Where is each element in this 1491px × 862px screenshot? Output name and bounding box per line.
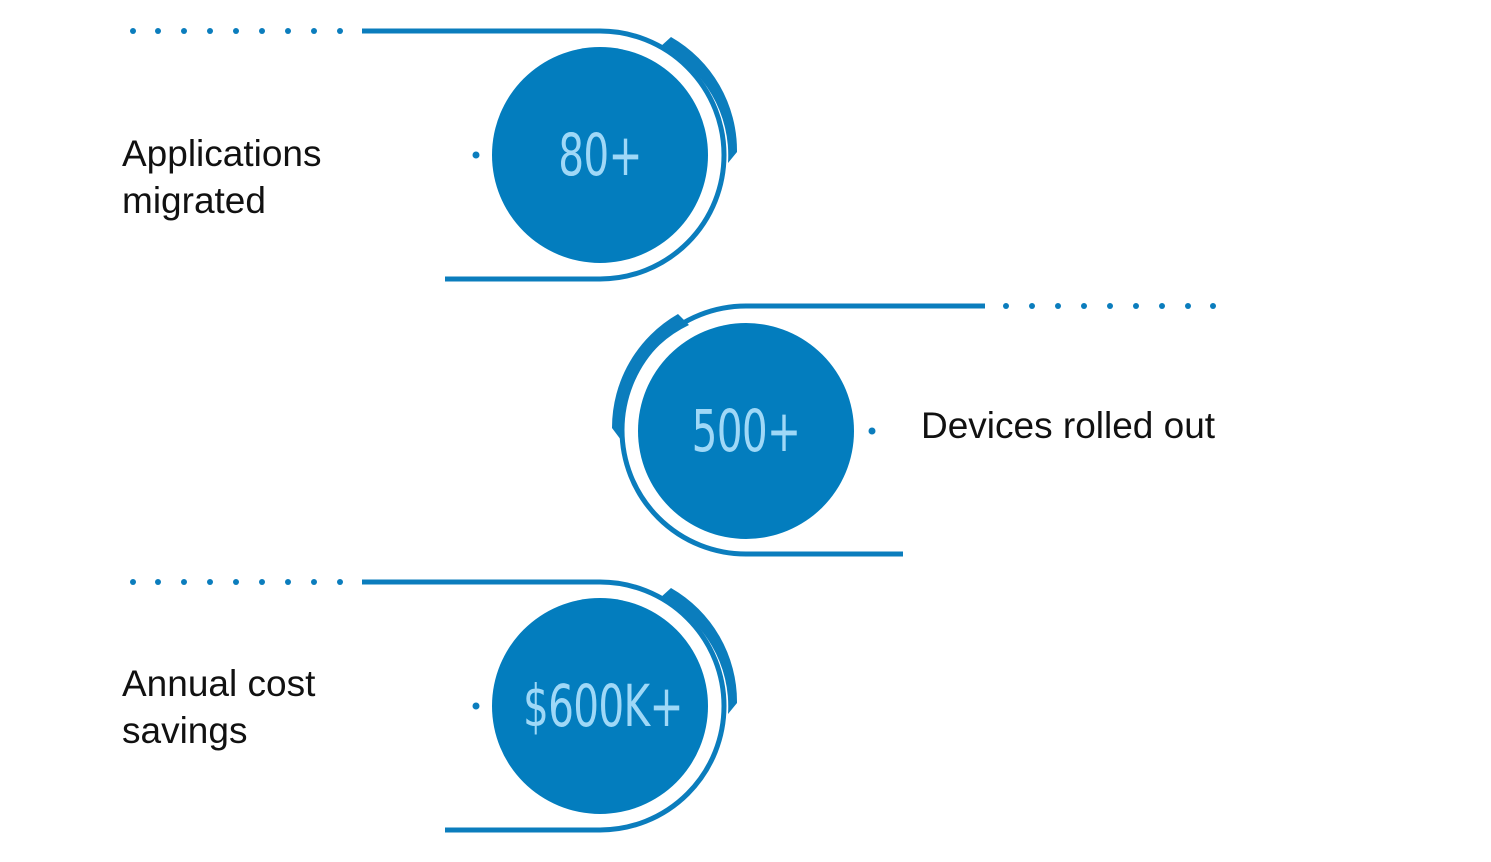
stat-2-value: 500+ (691, 397, 801, 465)
stat-2-circle (638, 323, 854, 539)
stat-2-connector-line (619, 303, 985, 557)
stat-3-circle (492, 598, 708, 814)
stat-3-dotted-line (130, 579, 343, 585)
stat-2-label: Devices rolled out (921, 402, 1215, 449)
stat-1-small-dot (472, 151, 480, 159)
stat-2-graphic (611, 303, 1216, 557)
stat-1-label-line-2: migrated (122, 180, 266, 221)
stat-3-label: Annual cost savings (122, 660, 315, 754)
stat-1-connector-line (362, 28, 727, 282)
stat-1-arc-accent (660, 37, 738, 163)
stat-3-small-dot (472, 702, 480, 710)
stat-3-graphic (130, 579, 738, 833)
stat-2-label-line-1: Devices rolled out (921, 405, 1216, 446)
stat-3-label-line-2: savings (122, 710, 248, 751)
stat-1-label-line-1: Applications (122, 133, 322, 174)
stat-3-connector-line (362, 579, 727, 833)
stat-1-value: 80+ (558, 121, 642, 189)
stat-1-circle (492, 47, 708, 263)
stat-2-arc-accent (611, 314, 689, 440)
stat-1-dotted-line (130, 28, 343, 34)
stat-3-label-line-1: Annual cost (122, 663, 316, 704)
stat-2-dotted-line (1003, 303, 1216, 309)
stat-3-arc-accent (660, 588, 738, 714)
stat-3-value: $600K+ (523, 672, 683, 740)
stat-2-small-dot (868, 427, 876, 435)
stat-1-label: Applications migrated (122, 130, 322, 224)
stat-1-graphic (130, 28, 738, 282)
